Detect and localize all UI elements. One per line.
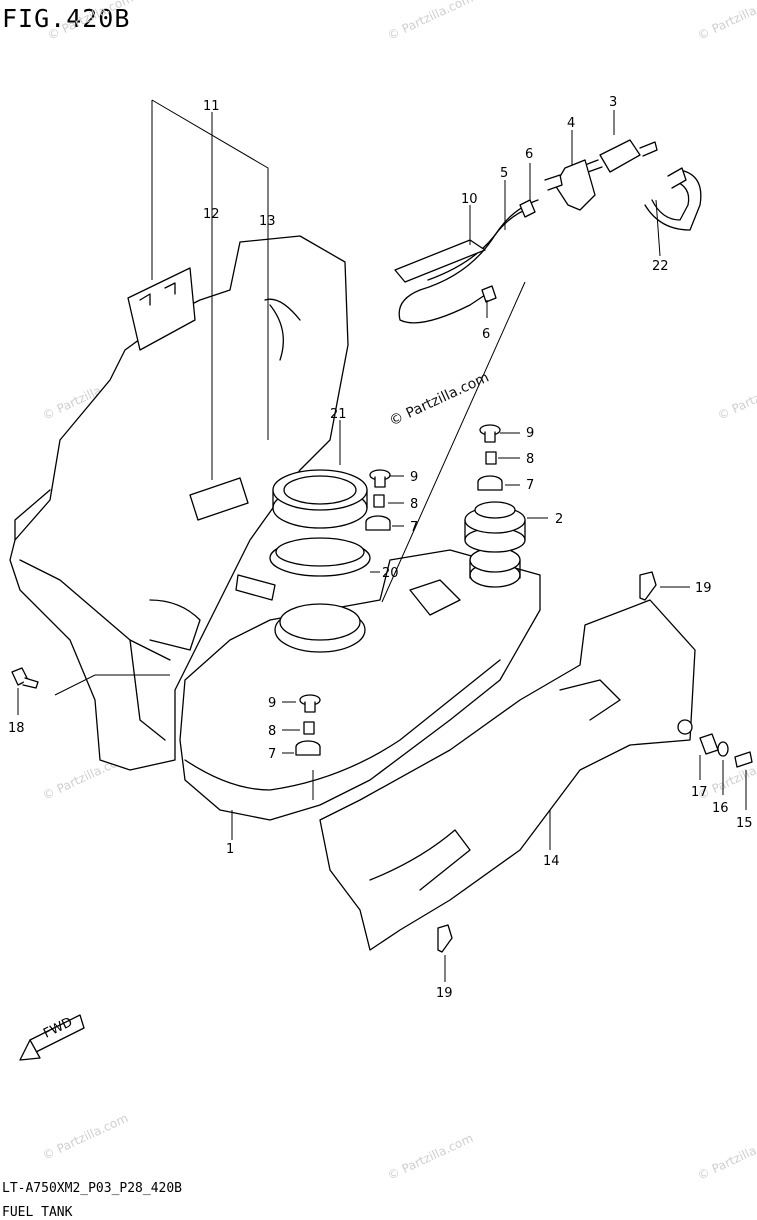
fastener-stack-low xyxy=(295,694,321,756)
callout-15: 15 xyxy=(736,816,753,831)
watermark: © Partzilla.com xyxy=(45,0,135,43)
callout-4: 4 xyxy=(567,116,575,131)
callout-14: 14 xyxy=(543,854,560,869)
callout-1: 1 xyxy=(226,842,234,857)
watermark: © Partzilla.com xyxy=(40,1111,130,1163)
callout-6-upper: 6 xyxy=(525,147,533,162)
callout-3: 3 xyxy=(609,95,617,110)
watermark: © Partzilla.com xyxy=(715,371,757,423)
small-hardware xyxy=(11,571,753,953)
callout-6-lower: 6 xyxy=(482,327,490,342)
callout-19-right: 19 xyxy=(695,581,712,596)
callout-9-top: 9 xyxy=(526,426,534,441)
partzilla-watermark: © Partzilla.com xyxy=(387,369,492,429)
callout-8-low: 8 xyxy=(268,724,276,739)
callout-17: 17 xyxy=(691,785,708,800)
callout-2: 2 xyxy=(555,512,563,527)
callout-8-top: 8 xyxy=(526,452,534,467)
fuel-cap xyxy=(464,501,526,553)
callout-7-mid: 7 xyxy=(410,520,418,535)
callout-13: 13 xyxy=(259,214,276,229)
callout-10: 10 xyxy=(461,192,478,207)
callout-7-low: 7 xyxy=(268,747,276,762)
leader-lines xyxy=(17,99,747,982)
gasket xyxy=(269,537,371,577)
watermark: © Partzilla.com xyxy=(695,0,757,43)
fuel-tank xyxy=(179,547,541,821)
callout-9-mid: 9 xyxy=(410,470,418,485)
fastener-stack-top xyxy=(477,424,503,491)
diagram-caption: FUEL TANK xyxy=(2,1205,73,1220)
right-side-cover xyxy=(319,599,696,951)
callout-22: 22 xyxy=(652,259,669,274)
callout-7-top: 7 xyxy=(526,478,534,493)
watermark: © Partzilla.com xyxy=(385,0,475,43)
diagram-code: LT-A750XM2_P03_P28_420B xyxy=(2,1181,183,1196)
callout-labels: 1 2 3 4 5 6 6 7 7 7 8 8 8 9 9 9 10 11 12… xyxy=(8,95,753,1001)
fastener-stack-mid xyxy=(365,469,391,531)
callout-11: 11 xyxy=(203,99,220,114)
forward-arrow xyxy=(19,1014,85,1061)
callout-8-mid: 8 xyxy=(410,497,418,512)
breather-assembly xyxy=(394,139,702,324)
ring-nut xyxy=(272,469,368,529)
callout-18: 18 xyxy=(8,721,25,736)
callout-5: 5 xyxy=(500,166,508,181)
callout-20: 20 xyxy=(382,566,399,581)
callout-21: 21 xyxy=(330,407,347,422)
callout-16: 16 xyxy=(712,801,729,816)
left-side-cover xyxy=(9,235,349,771)
figure-title: FIG.420B xyxy=(2,4,131,33)
watermark: © Partzilla.com xyxy=(695,1131,757,1183)
callout-19-bottom: 19 xyxy=(436,986,453,1001)
callout-9-low: 9 xyxy=(268,696,276,711)
callout-12: 12 xyxy=(203,207,220,222)
watermark: © Partzilla.com xyxy=(385,1131,475,1183)
